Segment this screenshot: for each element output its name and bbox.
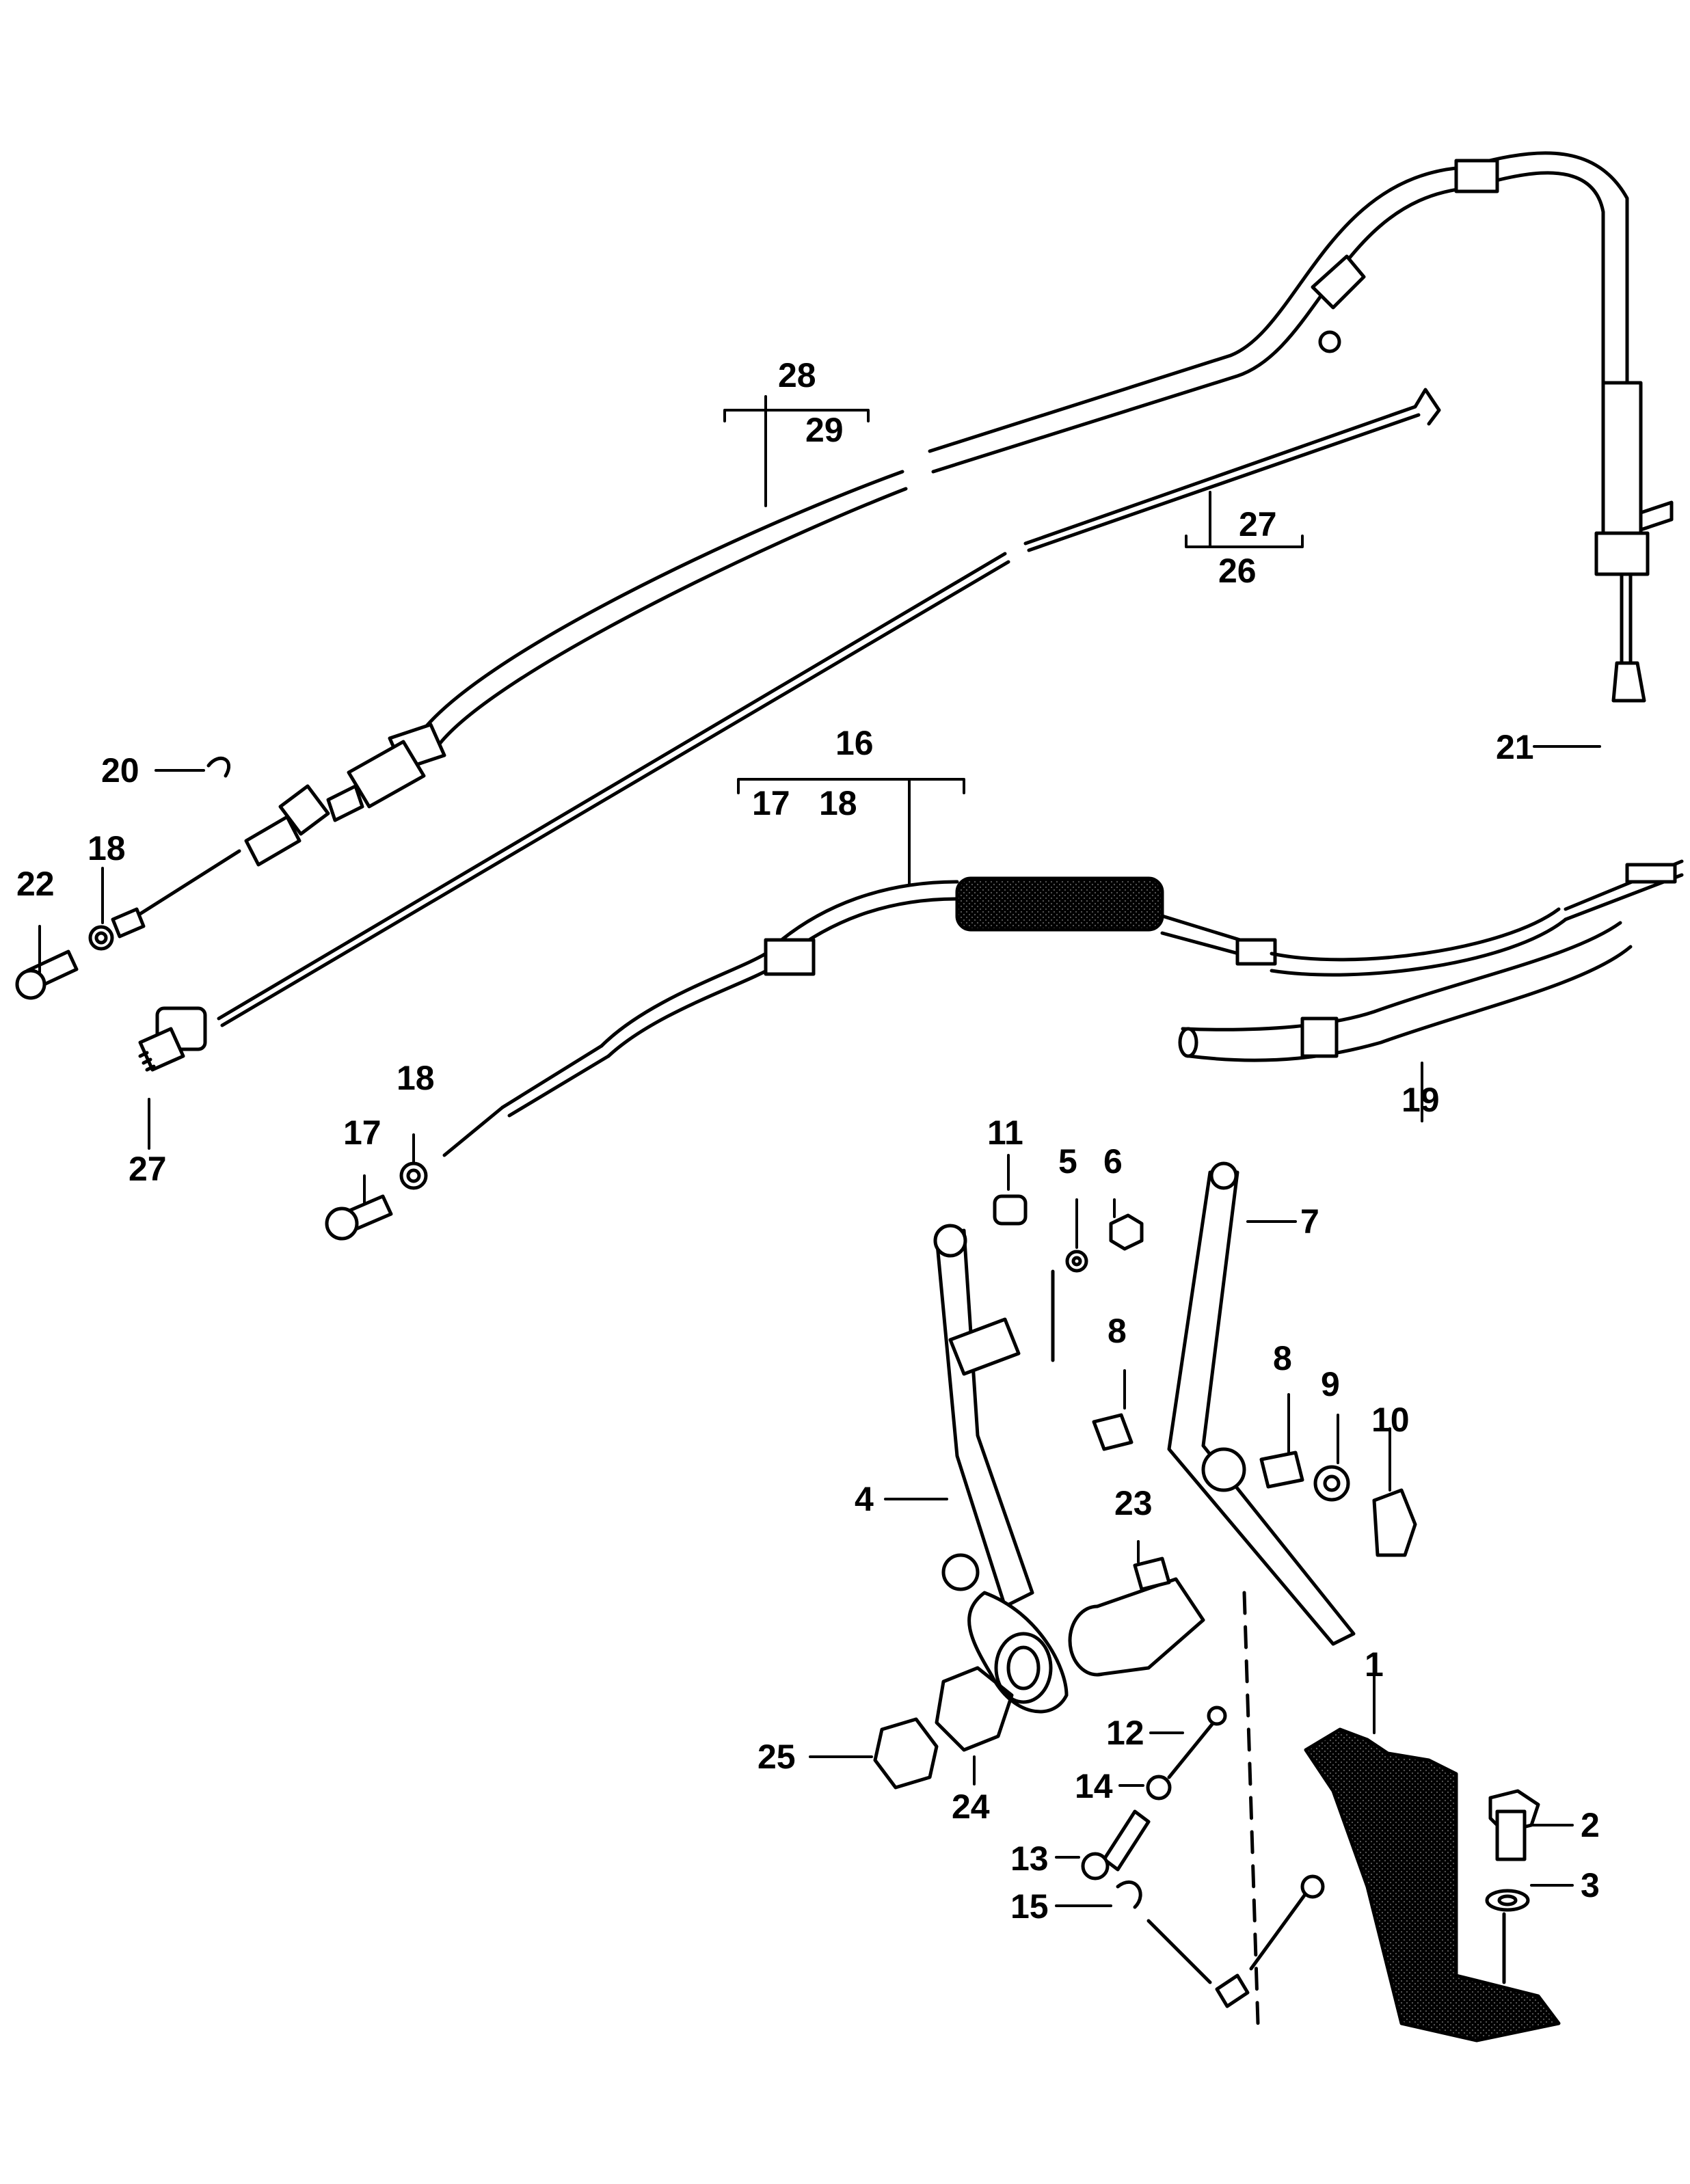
label-26: 26 [1218, 552, 1257, 590]
guide-line-dashed [1242, 1591, 1260, 2025]
label-21: 21 [1496, 728, 1534, 766]
small-parts-right [1092, 1413, 1417, 1557]
label-22: 22 [16, 865, 55, 903]
label-25: 25 [757, 1738, 796, 1776]
label-20: 20 [101, 751, 139, 790]
label-4: 4 [855, 1480, 874, 1518]
label-16: 16 [835, 724, 874, 762]
kickdown-switch [1068, 1556, 1205, 1677]
label-7: 7 [1300, 1202, 1319, 1241]
label-19: 19 [1401, 1081, 1440, 1119]
small-parts-top [993, 1194, 1144, 1362]
label-27-bottom: 27 [129, 1150, 167, 1188]
label-9: 9 [1321, 1365, 1340, 1403]
left-cable-fitting [15, 756, 330, 1000]
lower-cable [325, 859, 1684, 1241]
leader-lines [38, 395, 1601, 1907]
label-17-top: 17 [752, 784, 790, 822]
label-11: 11 [987, 1114, 1023, 1152]
label-13: 13 [1010, 1839, 1049, 1878]
label-29: 29 [805, 411, 844, 449]
label-1: 1 [1365, 1645, 1384, 1684]
label-14: 14 [1075, 1767, 1113, 1805]
label-18-bottom: 18 [397, 1059, 435, 1097]
label-27-top: 27 [1239, 505, 1277, 543]
lever-assembly [933, 1224, 1069, 1714]
label-6: 6 [1103, 1142, 1123, 1181]
label-15: 15 [1010, 1887, 1049, 1926]
gasket-and-ring [873, 1666, 1014, 1790]
throttle-rod [138, 388, 1441, 1072]
label-18-top: 18 [819, 784, 857, 822]
accelerator-pedal [1304, 1727, 1561, 2043]
pedal-rod [1249, 1891, 1308, 1971]
label-3: 3 [1581, 1866, 1600, 1904]
label-17-bottom: 17 [343, 1114, 381, 1152]
label-2: 2 [1581, 1806, 1600, 1844]
bolt-and-washer [1485, 1789, 1540, 1984]
label-10: 10 [1371, 1401, 1410, 1439]
label-12: 12 [1106, 1714, 1144, 1752]
lever-7 [1167, 1161, 1356, 1646]
label-18-left: 18 [88, 829, 126, 867]
label-8-right: 8 [1273, 1339, 1292, 1377]
upper-cable-sheath [326, 151, 1674, 822]
label-28: 28 [778, 356, 816, 394]
pin-parts [1081, 1706, 1250, 2008]
label-24: 24 [952, 1788, 990, 1826]
label-23: 23 [1114, 1484, 1153, 1522]
hose [1178, 921, 1633, 1062]
label-8-left: 8 [1108, 1312, 1127, 1350]
label-5: 5 [1058, 1142, 1077, 1181]
